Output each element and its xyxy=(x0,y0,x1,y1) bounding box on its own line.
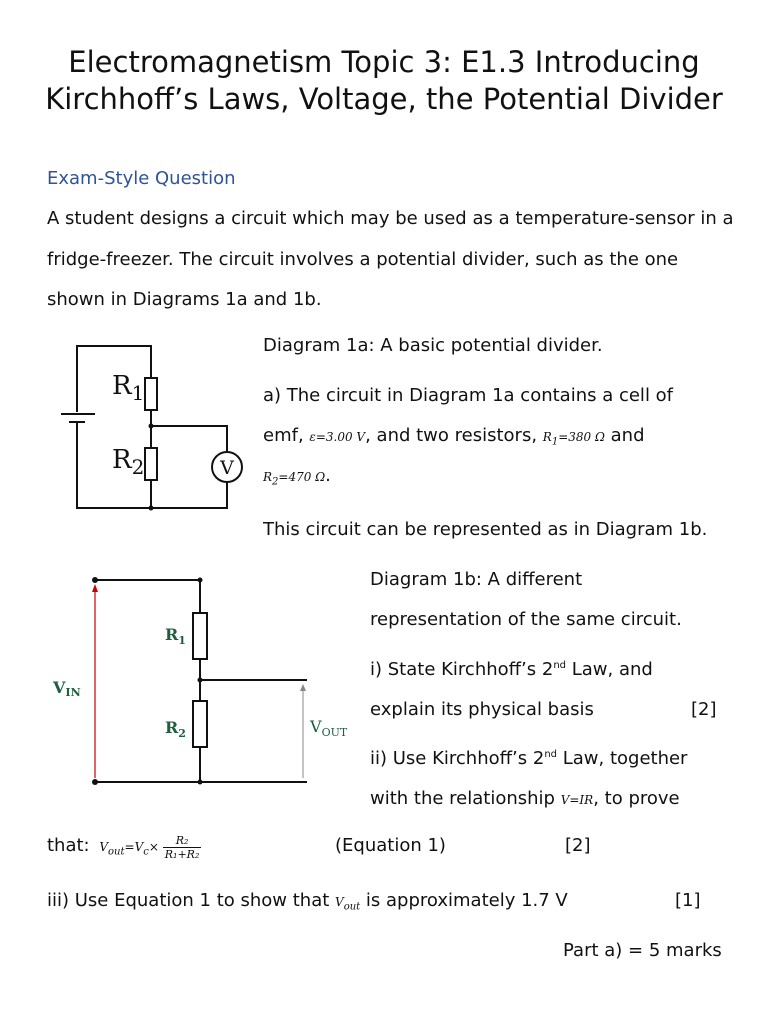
emf-expression: ε=3.00 V xyxy=(309,430,366,444)
represent-text: This circuit can be represented as in Di… xyxy=(263,519,708,540)
section-subheading: Exam-Style Question xyxy=(47,168,236,189)
question-ii-line2: with the relationship V=IR, to prove xyxy=(370,788,680,809)
equation-label: (Equation 1) xyxy=(335,835,446,856)
r2-expression: R2=470 Ω xyxy=(263,470,326,488)
v-ir-expression: V=IR xyxy=(560,793,594,807)
question-i-marks: [2] xyxy=(691,699,717,720)
vin-label: VIN xyxy=(52,678,81,699)
diagram-1b-caption-line1: Diagram 1b: A different xyxy=(370,569,583,590)
part-a-line2: emf, ε=3.00 V, and two resistors, R1=380… xyxy=(263,425,645,448)
question-i-line1: i) State Kirchhoff’s 2nd Law, and xyxy=(370,659,653,680)
part-a-line1: a) The circuit in Diagram 1a contains a … xyxy=(263,385,674,406)
page-title: Electromagnetism Topic 3: E1.3 Introduci… xyxy=(45,45,723,116)
part-a-line3: R2=470 Ω. xyxy=(263,465,331,488)
diagram-1a-caption: Diagram 1a: A basic potential divider. xyxy=(263,335,603,356)
intro-paragraph: A student designs a circuit which may be… xyxy=(47,208,734,310)
question-ii-line1: ii) Use Kirchhoff’s 2nd Law, together xyxy=(370,748,688,769)
question-iii: iii) Use Equation 1 to show that Vout is… xyxy=(47,890,568,913)
r1-label-1a: R1 xyxy=(112,371,144,405)
r1-label-1b: R1 xyxy=(165,625,186,647)
question-iii-marks: [1] xyxy=(675,890,701,911)
vout-expression: Vout xyxy=(335,895,361,913)
diagram-1a: R1 R2 V xyxy=(61,345,243,511)
diagram-1b: VIN R1 R2 VOUT xyxy=(52,577,348,785)
r2-label-1a: R2 xyxy=(112,445,144,479)
equation-marks: [2] xyxy=(565,835,591,856)
r2-label-1b: R2 xyxy=(165,718,186,740)
r1-expression: R1=380 Ω xyxy=(542,430,605,448)
voltmeter-label: V xyxy=(219,457,234,479)
vout-label: VOUT xyxy=(309,717,348,739)
part-total: Part a) = 5 marks xyxy=(563,940,722,961)
question-i-line2: explain its physical basis xyxy=(370,699,594,720)
diagram-1b-caption-line2: representation of the same circuit. xyxy=(370,609,682,630)
